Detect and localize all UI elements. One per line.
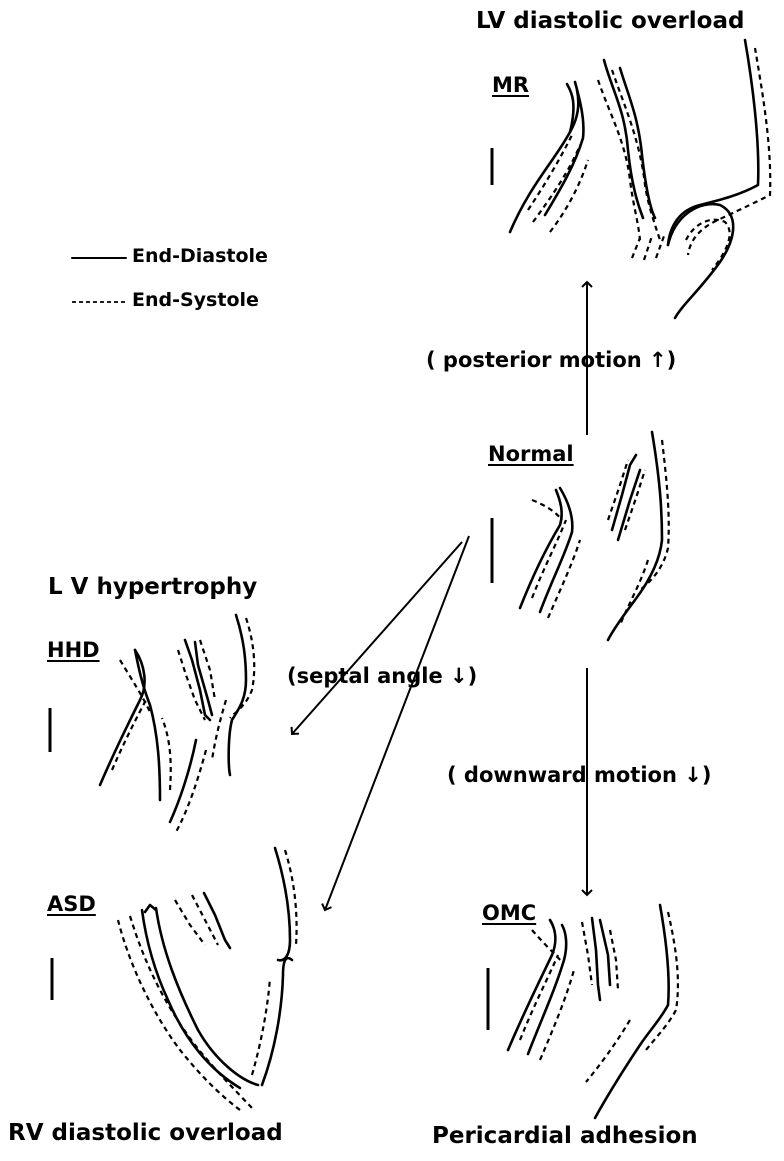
asd-tracing: [52, 848, 297, 1110]
septal-angle-arrow-asd: [325, 536, 469, 910]
mr-tracing: [492, 40, 770, 318]
hhd-tracing: [50, 615, 254, 832]
septal-angle-arrow-hhd: [292, 542, 462, 734]
omc-tracing: [488, 905, 678, 1118]
normal-tracing: [492, 432, 669, 640]
